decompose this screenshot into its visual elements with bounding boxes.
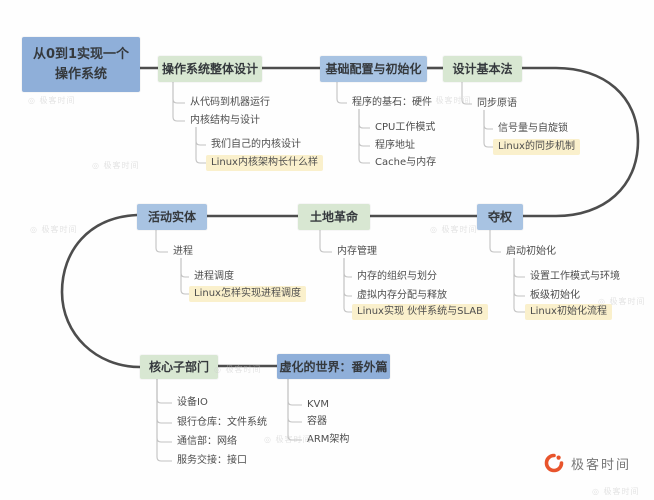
subtopic-item-highlighted[interactable]: Linux的同步机制 <box>493 139 580 155</box>
background-watermark: ◎ 极客时间 <box>92 161 140 170</box>
branch-connector <box>180 258 189 295</box>
topic-overall[interactable]: 操作系统整体设计 <box>158 56 262 82</box>
subtopic-item[interactable]: ARM架构 <box>307 434 350 445</box>
background-watermark: ◎ 极客时间 <box>424 96 472 105</box>
subtopic-item[interactable]: 设置工作模式与环境 <box>530 271 620 282</box>
background-watermark: ◎ 极客时间 <box>598 297 646 306</box>
branch-connector <box>195 127 206 146</box>
subtopic-item[interactable]: 银行仓库：文件系统 <box>177 417 267 428</box>
branch-connector <box>483 110 493 130</box>
subtopic-item[interactable]: 虚拟内存分配与释放 <box>357 290 447 301</box>
subtopic-item-highlighted[interactable]: Linux实现 伙伴系统与SLAB <box>352 304 488 320</box>
branch-connector <box>461 82 472 105</box>
branch-connector <box>358 109 370 129</box>
background-watermark: ◎ 极客时间 <box>28 96 76 105</box>
trunk-connector <box>60 213 141 369</box>
topic-seize[interactable]: 夺权 <box>477 204 523 230</box>
branch-connector <box>156 379 172 443</box>
subtopic-item[interactable]: CPU工作模式 <box>375 122 436 133</box>
trunk-connector <box>522 66 640 218</box>
background-watermark: ◎ 极客时间 <box>214 365 262 374</box>
subtopic-item-highlighted[interactable]: Linux内核架构长什么样 <box>206 155 323 171</box>
topic-law[interactable]: 设计基本法 <box>443 56 522 82</box>
branch-connector <box>287 379 302 406</box>
subtopic-item[interactable]: 通信部：网络 <box>177 436 237 447</box>
branch-connector <box>358 109 370 164</box>
subtopic-item[interactable]: 程序的基石：硬件 <box>352 97 432 108</box>
branch-connector <box>156 379 172 404</box>
branch-connector <box>195 127 206 164</box>
subtopic-item-highlighted[interactable]: Linux怎样实现进程调度 <box>189 286 306 302</box>
topic-active[interactable]: 活动实体 <box>137 204 207 230</box>
branch-connector <box>319 230 332 253</box>
branch-connector <box>483 110 493 148</box>
subtopic-item[interactable]: 内存管理 <box>337 246 377 257</box>
topic-basic[interactable]: 基础配置与初始化 <box>320 56 427 82</box>
branch-connector <box>172 82 185 122</box>
subtopic-item[interactable]: 内存的组织与划分 <box>357 271 437 282</box>
branch-connector <box>343 258 352 313</box>
geektime-logo: 极客时间 <box>543 452 631 474</box>
topic-virtual[interactable]: 虚化的世界：番外篇 <box>277 354 390 379</box>
branch-connector <box>156 379 172 424</box>
background-watermark: ◎ 极客时间 <box>592 487 640 496</box>
background-watermark: ◎ 极客时间 <box>430 225 478 234</box>
branch-connector <box>489 230 501 253</box>
topic-root[interactable]: 从0到1实现一个 操作系统 <box>22 37 140 92</box>
subtopic-item[interactable]: 程序地址 <box>375 140 415 151</box>
background-watermark: ◎ 极客时间 <box>30 225 78 234</box>
subtopic-item[interactable]: 我们自己的内核设计 <box>211 139 301 150</box>
subtopic-item[interactable]: 从代码到机器运行 <box>190 97 270 108</box>
background-watermark: ◎ 极客时间 <box>264 435 312 444</box>
subtopic-item[interactable]: 进程调度 <box>194 271 234 282</box>
subtopic-item[interactable]: 容器 <box>307 416 327 427</box>
subtopic-item[interactable]: 同步原语 <box>477 98 517 109</box>
branch-connector <box>287 379 302 423</box>
branch-connector <box>513 258 525 313</box>
topic-core[interactable]: 核心子部门 <box>140 355 218 379</box>
subtopic-item[interactable]: Cache与内存 <box>375 157 437 168</box>
branch-connector <box>336 82 347 104</box>
topic-land[interactable]: 土地革命 <box>298 204 370 230</box>
subtopic-item[interactable]: 启动初始化 <box>506 246 556 257</box>
subtopic-item-highlighted[interactable]: Linux初始化流程 <box>525 304 612 320</box>
subtopic-item[interactable]: 进程 <box>173 246 193 257</box>
branch-connector <box>172 82 185 104</box>
branch-connector <box>343 258 352 278</box>
branch-connector <box>155 230 168 253</box>
branch-connector <box>156 379 172 462</box>
subtopic-item[interactable]: KVM <box>307 399 330 410</box>
branch-connector <box>180 258 189 278</box>
subtopic-item[interactable]: 板级初始化 <box>530 290 580 301</box>
geektime-logo-text: 极客时间 <box>571 457 632 473</box>
branch-connector <box>513 258 525 278</box>
geektime-logo-icon <box>543 452 565 474</box>
subtopic-item[interactable]: 设备IO <box>177 397 208 408</box>
subtopic-item[interactable]: 信号量与自旋锁 <box>498 123 568 134</box>
subtopic-item[interactable]: 内核结构与设计 <box>190 115 260 126</box>
subtopic-item[interactable]: 服务交接：接口 <box>177 455 247 466</box>
branch-connector <box>287 379 302 441</box>
